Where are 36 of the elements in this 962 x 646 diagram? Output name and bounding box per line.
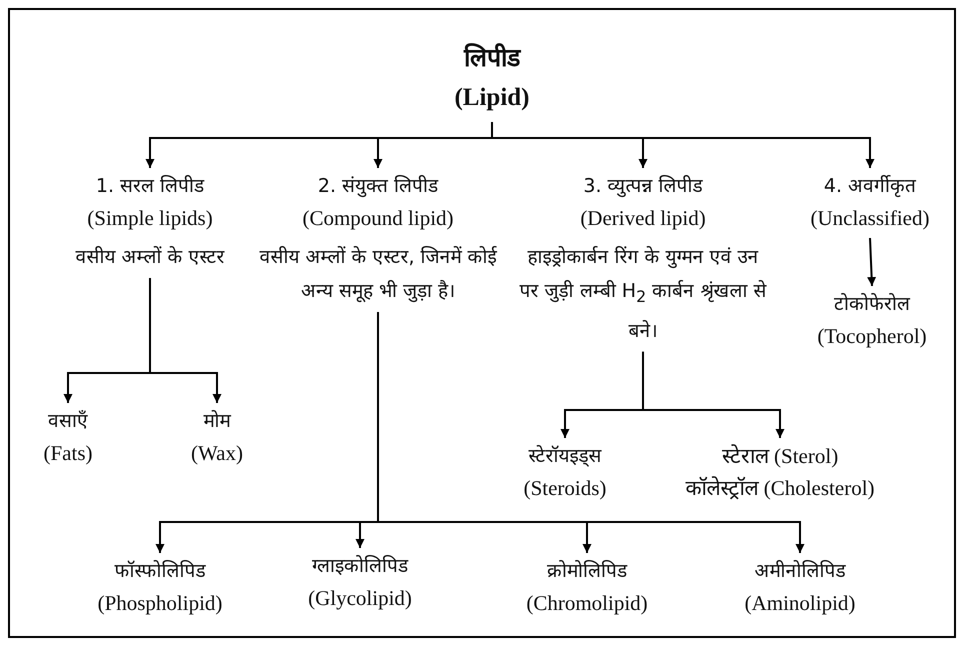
node-label: क्रोमोलिपिड [546, 559, 628, 584]
node-label: (Derived lipid) [579, 205, 707, 232]
node-label: वसाएँ [47, 409, 89, 434]
node-label: (Unclassified) [810, 205, 930, 232]
node-label: (Compound lipid) [301, 205, 455, 232]
node-label: स्टेरॉयइड्स [528, 444, 603, 469]
node-label: मोम [202, 409, 232, 434]
node-label: ग्लाइकोलिपिड [311, 554, 410, 579]
node-label: टोकोफेरोल [833, 292, 912, 317]
arrow [867, 238, 876, 286]
node-label: फॉस्फोलिपिड [114, 559, 207, 584]
node-label: (Simple lipids) [86, 205, 214, 232]
node-label: स्टेराल (Sterol) [720, 443, 840, 470]
node-label: 2. संयुक्त लिपीड [316, 174, 440, 200]
arrow [491, 122, 874, 168]
node-label: (Chromolipid) [525, 590, 649, 617]
node-label: (Glycolipid) [307, 585, 413, 612]
node-label: 1. सरल लिपीड [94, 174, 206, 199]
node-label: 3. व्युत्पन्न लिपीड [582, 174, 704, 200]
title-text: लिपीड [462, 42, 522, 74]
node-label: (Tocopherol) [816, 323, 928, 350]
title-text: (Lipid) [453, 83, 531, 113]
node-label: (Steroids) [522, 475, 608, 502]
node-label: (Fats) [42, 440, 94, 467]
node-label: कॉलेस्ट्रॉल (Cholesterol) [684, 475, 876, 502]
description-text: हाइड्रोकार्बन रिंग के युग्मन एवं उन पर जुड़ी लम्बी H$_{2}$ कार्बन श्रृंखला से बने। [518, 245, 768, 344]
arrow [377, 312, 804, 553]
node-label: (Wax) [190, 440, 244, 467]
description-text: वसीय अम्लों के एस्टर, जिनमें कोई अन्य समूह भी जुड़ा है। [258, 245, 498, 304]
arrow [642, 352, 784, 438]
arrow [149, 278, 222, 403]
node-label: (Aminolipid) [744, 590, 856, 617]
node-label: (Phospholipid) [96, 590, 224, 617]
node-label: 4. अवर्गीकृत [822, 174, 918, 200]
node-label: अमीनोलिपिड [754, 559, 847, 584]
description-text: वसीय अम्लों के एस्टर [74, 245, 226, 270]
